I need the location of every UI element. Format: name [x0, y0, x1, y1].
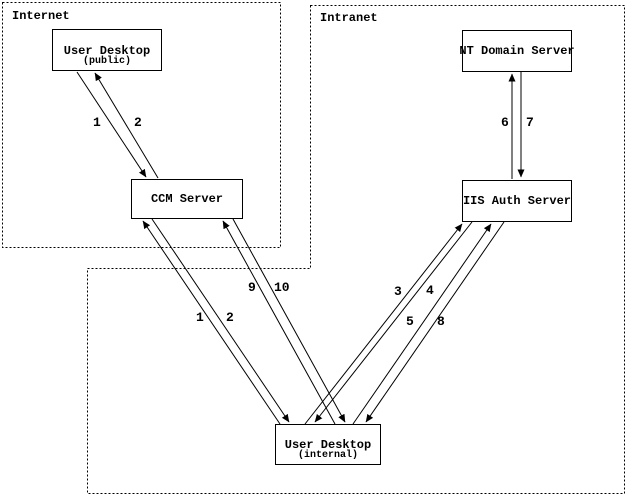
node-subtitle: (public): [82, 56, 131, 67]
arrow-internal-to-iis-b: [352, 223, 492, 425]
arrow-internal-to-iis-a: [304, 223, 463, 425]
node-title: User Desktop: [63, 44, 151, 58]
node-subtitle: (internal): [297, 450, 358, 461]
intranet-zone-label: Intranet: [320, 11, 378, 25]
edge-label-iis-to-nt: 6: [501, 115, 509, 130]
edge-label-ccm-to-internal-b: 10: [274, 280, 290, 295]
arrow-public-to-ccm: [76, 71, 147, 178]
node-iis-auth-server: IIS Auth Server: [462, 180, 572, 222]
edge-label-iis-to-internal-b: 8: [437, 314, 445, 329]
arrow-ccm-to-internal-b: [232, 218, 346, 423]
edge-label-internal-to-ccm-b: 9: [248, 280, 256, 295]
node-user-desktop-public: User Desktop (public): [52, 29, 162, 71]
intranet-zone-border: [87, 5, 625, 494]
node-title: CCM Server: [150, 191, 223, 206]
edge-label-iis-to-internal-a: 4: [426, 283, 434, 298]
node-title: User Desktop: [284, 438, 372, 452]
node-user-desktop-internal: User Desktop (internal): [275, 424, 381, 465]
arrow-ccm-to-internal: [151, 218, 290, 423]
node-title: NT Domain Server: [459, 43, 575, 58]
arrow-ccm-to-public: [94, 72, 159, 179]
node-ccm-server: CCM Server: [131, 179, 243, 219]
edge-label-internal-to-iis-b: 5: [406, 314, 414, 329]
internet-zone-label: Internet: [12, 9, 70, 23]
arrow-iis-to-internal-a: [314, 221, 473, 423]
edge-label-internal-to-ccm: 1: [196, 310, 204, 325]
edge-label-nt-to-iis: 7: [526, 115, 534, 130]
arrow-internal-to-ccm: [142, 220, 281, 425]
node-nt-domain-server: NT Domain Server: [459, 30, 575, 72]
edge-label-internal-to-iis-a: 3: [394, 284, 402, 299]
arrow-internal-to-ccm-b: [222, 220, 336, 425]
edge-label-ccm-to-public: 2: [134, 115, 142, 130]
edge-label-public-to-ccm: 1: [93, 115, 101, 130]
edge-label-ccm-to-internal: 2: [226, 310, 234, 325]
arrow-iis-to-internal-b: [365, 221, 505, 423]
internet-zone-border: [2, 2, 281, 248]
node-title: IIS Auth Server: [462, 193, 572, 208]
